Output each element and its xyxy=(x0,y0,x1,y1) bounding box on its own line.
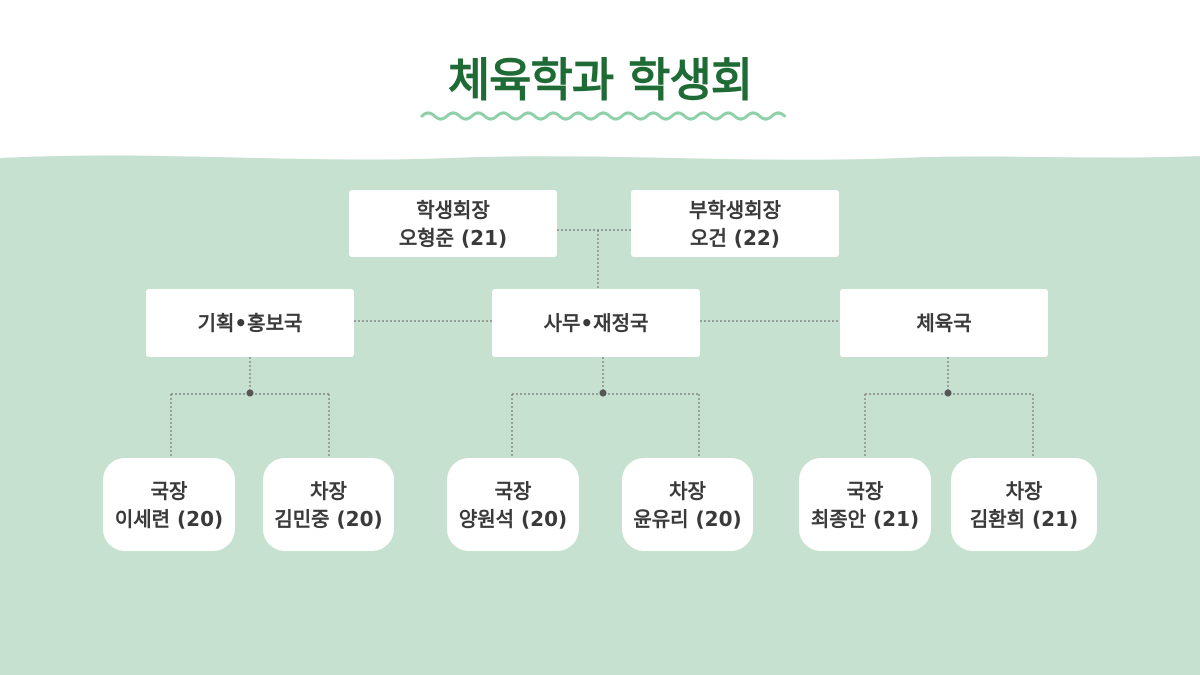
title-wave-underline xyxy=(420,111,786,121)
member-name: 최종안 (21) xyxy=(810,506,920,531)
department-box-athletics: 체육국 xyxy=(840,289,1048,357)
member-name: 윤유리 (20) xyxy=(633,506,742,531)
dept3-junction-dot xyxy=(944,389,952,397)
member-role: 차장 xyxy=(669,478,706,503)
member-card-admin-director: 국장 양원석 (20) xyxy=(447,458,579,551)
vice-president-box: 부학생회장 오건 (22) xyxy=(631,190,839,257)
member-role: 차장 xyxy=(310,478,347,503)
department-box-planning-pr: 기획•홍보국 xyxy=(146,289,354,357)
member-role: 차장 xyxy=(1005,478,1043,503)
member-role: 국장 xyxy=(846,478,884,503)
member-name: 양원석 (20) xyxy=(458,506,568,531)
president-name: 오형준 (21) xyxy=(398,225,508,250)
department-name: 체육국 xyxy=(916,311,972,335)
member-card-athletics-director: 국장 최종안 (21) xyxy=(799,458,931,551)
president-box: 학생회장 오형준 (21) xyxy=(349,190,557,257)
member-name: 이세련 (20) xyxy=(114,506,224,531)
department-box-admin-finance: 사무•재정국 xyxy=(492,289,700,357)
president-role: 학생회장 xyxy=(416,197,490,222)
member-role: 국장 xyxy=(150,478,188,503)
member-name: 김민중 (20) xyxy=(274,506,383,531)
department-name: 기획•홍보국 xyxy=(197,311,303,335)
member-card-athletics-deputy: 차장 김환희 (21) xyxy=(951,458,1097,551)
member-name: 김환희 (21) xyxy=(969,506,1079,531)
member-role: 국장 xyxy=(494,478,532,503)
department-name: 사무•재정국 xyxy=(543,311,649,335)
vice-president-role: 부학생회장 xyxy=(689,197,781,222)
dept1-junction-dot xyxy=(246,389,254,397)
dept2-junction-dot xyxy=(599,389,607,397)
page-title: 체육학과 학생회 xyxy=(447,53,753,107)
member-card-planning-director: 국장 이세련 (20) xyxy=(103,458,235,551)
member-card-admin-deputy: 차장 윤유리 (20) xyxy=(622,458,753,551)
vice-president-name: 오건 (22) xyxy=(690,225,780,250)
member-card-planning-deputy: 차장 김민중 (20) xyxy=(263,458,394,551)
